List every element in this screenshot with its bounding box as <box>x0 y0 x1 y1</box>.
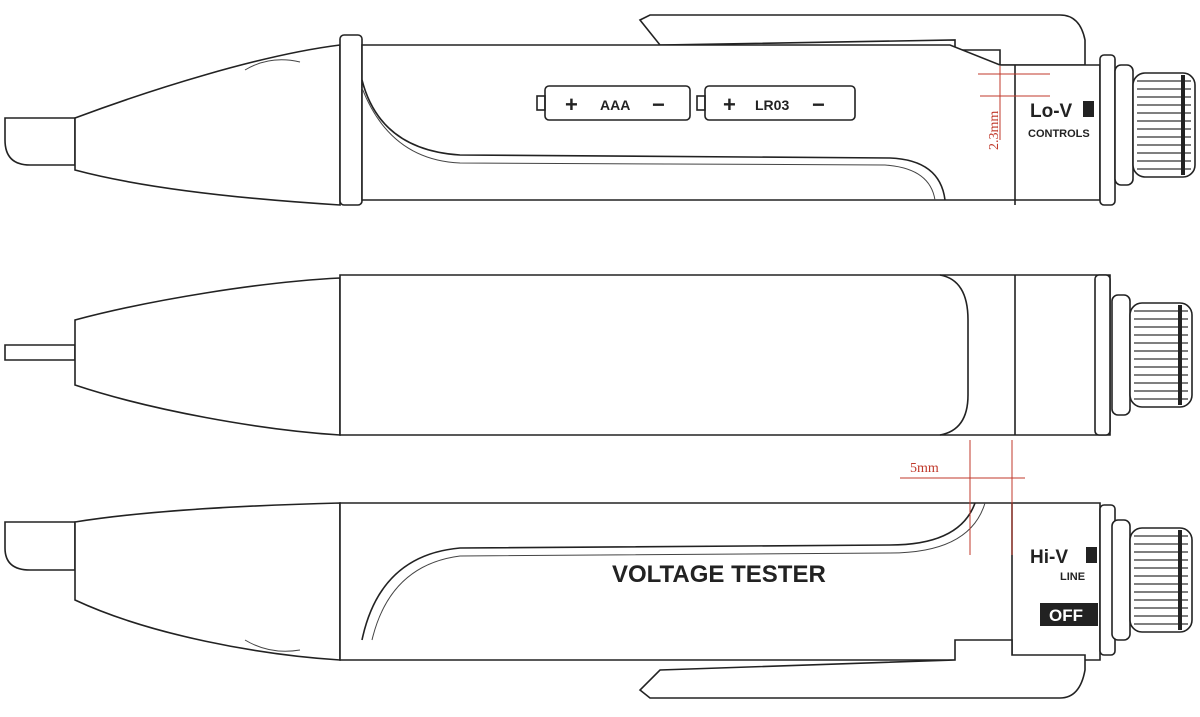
bottom-view-pen: VOLTAGE TESTER Hi-V LINE OFF 5mm <box>4 440 1194 699</box>
svg-text:OFF: OFF <box>1049 606 1083 625</box>
collar <box>339 34 363 206</box>
line-label: LINE <box>1060 571 1085 583</box>
off-badge <box>1040 603 1098 626</box>
side-view-pen <box>4 274 1194 436</box>
svg-text:AAA: AAA <box>600 97 630 113</box>
svg-text:2.3mm: 2.3mm <box>987 111 1002 150</box>
hi-v-label: Hi-V <box>1030 547 1068 568</box>
svg-text:−: − <box>652 92 665 117</box>
dimension-2-3mm: 2.3mm <box>978 66 1050 150</box>
controls-label: CONTROLS <box>1028 128 1090 140</box>
product-name: VOLTAGE TESTER <box>612 561 826 588</box>
probe-tip <box>4 521 76 571</box>
battery-icon-aaa: + AAA − <box>536 85 691 121</box>
barrel <box>339 274 1111 436</box>
top-view-pen: + AAA − + LR03 − Lo-V CONTROLS 2.3mm <box>4 14 1197 206</box>
control-knob <box>1113 63 1197 187</box>
nose-cone <box>74 277 341 436</box>
svg-text:+: + <box>723 92 736 117</box>
flat-probe <box>4 344 76 361</box>
dimension-5mm: 5mm <box>900 440 1025 555</box>
probe-tip <box>4 117 76 166</box>
battery-icon-lr03: + LR03 − <box>696 85 856 121</box>
nose-cone <box>74 502 341 661</box>
control-knob <box>1110 518 1194 642</box>
nose-cone <box>74 44 341 206</box>
svg-text:5mm: 5mm <box>910 461 939 476</box>
lo-v-label: Lo-V <box>1030 101 1073 122</box>
control-knob <box>1110 293 1194 417</box>
svg-text:−: − <box>812 92 825 117</box>
svg-text:LR03: LR03 <box>755 97 789 113</box>
svg-text:+: + <box>565 92 578 117</box>
barrel <box>339 502 1101 661</box>
pocket-clip <box>638 639 1086 699</box>
